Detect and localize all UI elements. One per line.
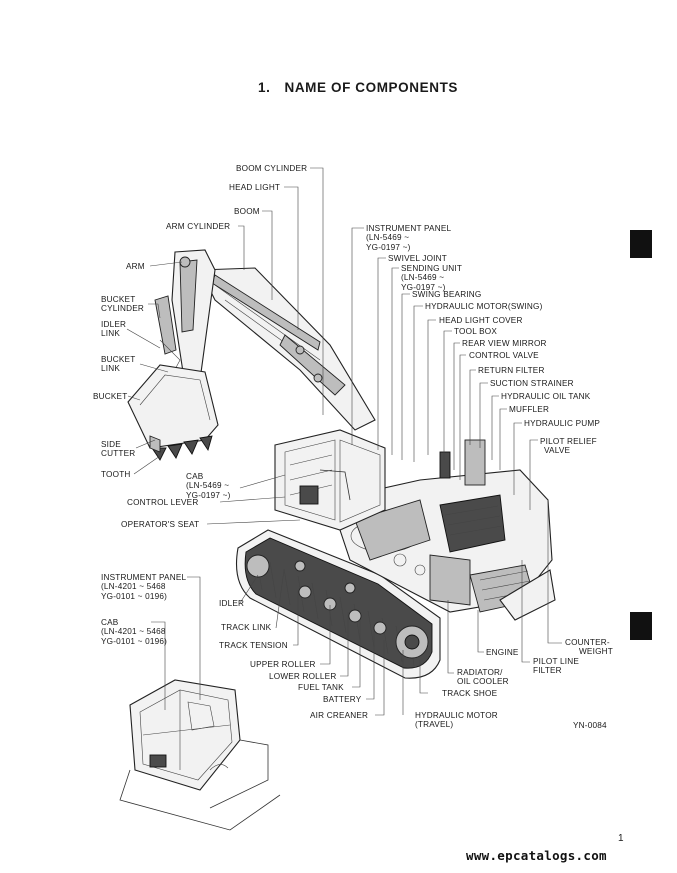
label-side-cutter: SIDE CUTTER <box>101 440 135 459</box>
section-number: 1. <box>258 80 271 95</box>
label-hydraulic-motor-travel-line2: (TRAVEL) <box>415 720 454 730</box>
figure-reference: YN-0084 <box>573 721 607 730</box>
label-instrument-panel: INSTRUMENT PANEL (LN-5469 ~ YG-0197 ~) <box>366 224 451 252</box>
page-number: 1 <box>618 833 624 844</box>
label-radiator-line1: RADIATOR/ <box>457 668 503 677</box>
label-boom-cylinder: BOOM CYLINDER <box>236 164 308 173</box>
thumb-tab-upper <box>630 230 652 258</box>
label-cab: CAB (LN-5469 ~ YG-0197 ~) <box>186 472 231 500</box>
label-arm-cylinder: ARM CYLINDER <box>166 222 231 231</box>
label-bucket: BUCKET <box>93 392 128 401</box>
label-idler-link: IDLER LINK <box>101 320 126 339</box>
label-side-cutter-line1: SIDE <box>101 440 121 449</box>
label-swivel-joint: SWIVEL JOINT <box>388 254 447 263</box>
label-pilot-relief-valve-line1: PILOT RELIEF <box>540 437 597 446</box>
label-tool-box: TOOL BOX <box>454 327 498 336</box>
label-pilot-relief-valve-line2: VALVE <box>544 446 571 456</box>
label-air-creaner: AIR CREANER <box>310 711 369 720</box>
label-control-valve: CONTROL VALVE <box>469 351 539 360</box>
label-boom: BOOM <box>234 207 260 216</box>
label-sending-unit-line1: SENDING UNIT <box>401 264 463 273</box>
label-bucket-cylinder-line1: BUCKET <box>101 295 136 304</box>
watermark: www.epcatalogs.com <box>466 848 607 863</box>
label-operators-seat: OPERATOR'S SEAT <box>121 520 200 529</box>
label-sending-unit: SENDING UNIT (LN-5469 ~ YG-0197 ~) <box>401 264 462 292</box>
label-control-lever: CONTROL LEVER <box>127 498 199 507</box>
label-rear-view-mirror: REAR VIEW MIRROR <box>462 339 547 348</box>
label-radiator-oil-cooler: RADIATOR/ OIL COOLER <box>457 668 509 687</box>
label-return-filter: RETURN FILTER <box>478 366 545 375</box>
label-instrument-panel-old: INSTRUMENT PANEL (LN-4201 ~ 5468 YG-0101… <box>101 573 186 601</box>
track-assembly <box>235 529 441 679</box>
label-cab-old-line3: YG-0101 ~ 0196) <box>101 636 168 646</box>
label-counterweight-line1: COUNTER- <box>565 638 610 647</box>
label-bucket-link-line2: LINK <box>101 364 121 374</box>
page-title: 1. NAME OF COMPONENTS <box>258 80 458 95</box>
label-instrument-panel-line1: INSTRUMENT PANEL <box>366 224 452 233</box>
section-title: NAME OF COMPONENTS <box>284 80 459 95</box>
label-counterweight: COUNTER- WEIGHT <box>565 638 613 657</box>
label-hydraulic-motor-swing: HYDRAULIC MOTOR(SWING) <box>425 302 543 311</box>
label-instrument-panel-old-line1: INSTRUMENT PANEL <box>101 573 187 582</box>
label-track-link: TRACK LINK <box>221 623 272 632</box>
label-instrument-panel-old-line2: (LN-4201 ~ 5468 <box>101 582 166 592</box>
label-idler: IDLER <box>219 599 245 608</box>
label-radiator-line2: OIL COOLER <box>457 677 509 687</box>
label-pilot-line-filter: PILOT LINE FILTER <box>533 657 579 676</box>
label-bucket-link-line1: BUCKET <box>101 355 136 364</box>
label-cab-old: CAB (LN-4201 ~ 5468 YG-0101 ~ 0196) <box>101 618 167 646</box>
label-cab-line2: (LN-5469 ~ <box>186 481 230 491</box>
bucket-drawing <box>127 364 219 461</box>
label-pilot-line-filter-line1: PILOT LINE <box>533 657 579 666</box>
label-cab-old-line2: (LN-4201 ~ 5468 <box>101 627 166 637</box>
label-suction-strainer: SUCTION STRAINER <box>490 379 574 388</box>
thumb-tab-lower <box>630 612 652 640</box>
label-fuel-tank: FUEL TANK <box>298 683 344 692</box>
label-hydraulic-motor-travel-line1: HYDRAULIC MOTOR <box>415 711 498 720</box>
label-bucket-cylinder: BUCKET CYLINDER <box>101 295 144 314</box>
label-instrument-panel-old-line3: YG-0101 ~ 0196) <box>101 591 168 601</box>
label-track-shoe: TRACK SHOE <box>442 689 498 698</box>
label-muffler: MUFFLER <box>509 405 550 414</box>
label-pilot-line-filter-line2: FILTER <box>533 666 562 676</box>
label-hydraulic-pump: HYDRAULIC PUMP <box>524 419 601 428</box>
label-bucket-link: BUCKET LINK <box>101 355 135 374</box>
label-bucket-cylinder-line2: CYLINDER <box>101 304 145 314</box>
leader-lines <box>126 167 562 716</box>
label-counterweight-line2: WEIGHT <box>579 647 613 657</box>
label-cab-old-line1: CAB <box>101 618 119 627</box>
label-pilot-relief-valve: PILOT RELIEF VALVE <box>540 437 597 456</box>
label-sending-unit-line2: (LN-5469 ~ <box>401 273 445 283</box>
label-hydraulic-motor-travel: HYDRAULIC MOTOR (TRAVEL) <box>415 711 498 730</box>
label-sending-unit-line3: YG-0197 ~) <box>401 282 446 292</box>
label-swing-bearing: SWING BEARING <box>412 290 482 299</box>
label-head-light: HEAD LIGHT <box>229 183 281 192</box>
label-tooth: TOOTH <box>101 470 131 479</box>
label-lower-roller: LOWER ROLLER <box>269 672 337 681</box>
label-head-light-cover: HEAD LIGHT COVER <box>439 316 523 325</box>
label-instrument-panel-line2: (LN-5469 ~ <box>366 233 410 243</box>
inset-cab-drawing <box>119 679 281 831</box>
label-upper-roller: UPPER ROLLER <box>250 660 316 669</box>
label-track-tension: TRACK TENSION <box>219 641 288 650</box>
label-engine: ENGINE <box>486 648 519 657</box>
label-cab-line1: CAB <box>186 472 204 481</box>
label-arm: ARM <box>126 262 145 271</box>
boom-arm-drawing <box>154 249 376 431</box>
label-side-cutter-line2: CUTTER <box>101 449 136 459</box>
label-instrument-panel-line3: YG-0197 ~) <box>366 242 411 252</box>
label-battery: BATTERY <box>323 695 362 704</box>
label-cab-line3: YG-0197 ~) <box>186 490 231 500</box>
label-idler-link-line2: LINK <box>101 329 121 339</box>
label-idler-link-line1: IDLER <box>101 320 127 329</box>
label-hydraulic-oil-tank: HYDRAULIC OIL TANK <box>501 392 591 401</box>
cab-drawing <box>274 429 386 531</box>
